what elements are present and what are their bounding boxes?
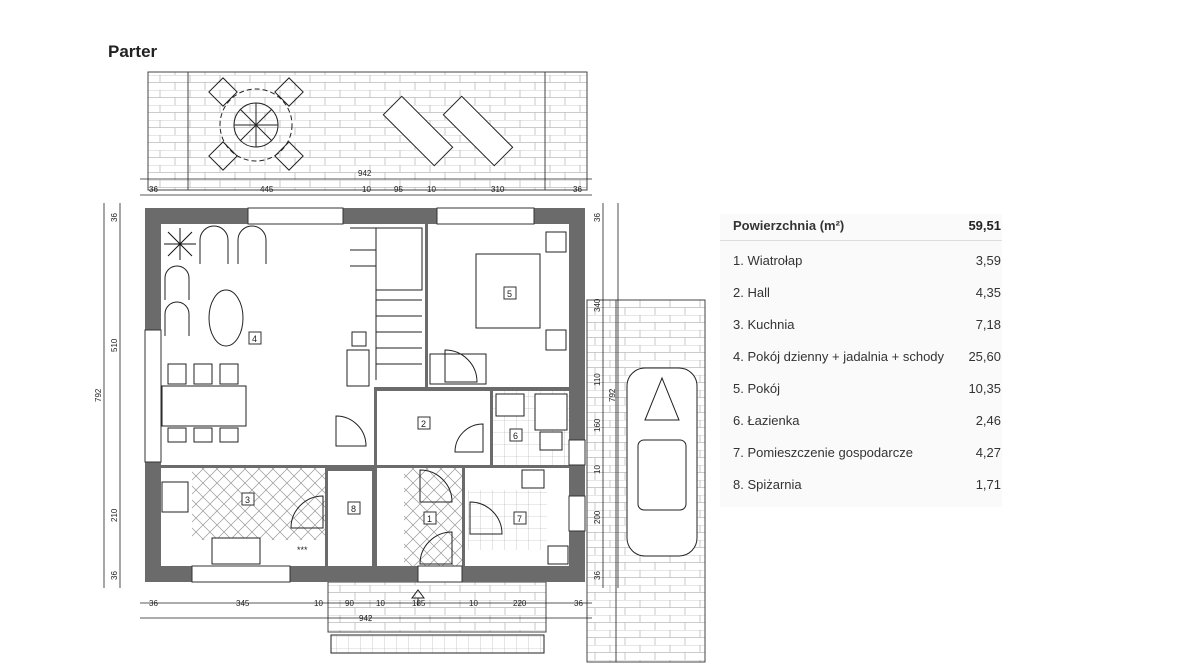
dim-text: 310 — [491, 185, 505, 194]
parking-area — [586, 299, 706, 663]
room-name: 6. Łazienka — [733, 413, 800, 428]
dim-text: 36 — [149, 599, 158, 608]
entrance-step — [327, 581, 547, 654]
room-labels: 4 5 2 6 3 8 1 7 — [241, 286, 527, 525]
dim-text: 792 — [608, 388, 617, 402]
room-number-8: 8 — [351, 504, 356, 514]
total-area-value: 59,51 — [968, 218, 1001, 233]
table-row: 3. Kuchnia 7,18 — [720, 315, 1002, 347]
table-row: 8. Spiżarnia 1,71 — [720, 475, 1002, 507]
entrance-arrow-icon — [411, 589, 425, 606]
dim-text: 942 — [359, 614, 373, 623]
plant-icon — [164, 228, 196, 260]
table-row: 7. Pomieszczenie gospodarcze 4,27 — [720, 443, 1002, 475]
dim-text: 345 — [236, 599, 250, 608]
table-row: 4. Pokój dzienny + jadalnia + schody 25,6… — [720, 347, 1002, 379]
sink-icon — [495, 393, 525, 417]
kitchen-table-icon — [211, 537, 261, 565]
dim-text: 36 — [149, 185, 158, 194]
dim-text: 10 — [593, 465, 602, 474]
room-area: 2,46 — [975, 413, 1001, 428]
dim-text: 10 — [469, 599, 478, 608]
dim-text: 185 — [412, 599, 426, 608]
dim-text: 110 — [593, 373, 602, 386]
room-area: 25,60 — [968, 349, 1001, 364]
dim-text: 10 — [427, 185, 436, 194]
dim-text: 942 — [358, 169, 372, 178]
sun-lounger-icon — [382, 95, 514, 167]
area-table-header: Powierzchnia (m²) 59,51 — [720, 214, 1002, 241]
dimensions-bottom: 36 345 10 90 10 185 10 220 36 942 — [149, 599, 583, 623]
dim-text: 36 — [593, 571, 602, 580]
room-name: 8. Spiżarnia — [733, 477, 802, 492]
room-number-1: 1 — [427, 514, 432, 524]
table-row: 5. Pokój 10,35 — [720, 379, 1002, 411]
dim-text: 160 — [593, 418, 602, 432]
floor-title: Parter — [108, 42, 158, 61]
table-row: 6. Łazienka 2,46 — [720, 411, 1002, 443]
area-table: Powierzchnia (m²) 59,51 1. Wiatrołap 3,59… — [720, 214, 1002, 507]
stairs — [350, 227, 423, 380]
terrace — [147, 71, 588, 191]
table-icon — [161, 385, 247, 427]
table-row: 2. Hall 4,35 — [720, 283, 1002, 315]
room-area: 7,18 — [975, 317, 1001, 332]
floor-plan: *** 4 5 2 6 3 8 1 7 942 36 445 10 95 10 … — [94, 71, 706, 663]
car-icon — [626, 367, 698, 557]
dim-text: 340 — [593, 298, 602, 312]
room-number-2: 2 — [421, 419, 426, 429]
room-area: 4,35 — [975, 285, 1001, 300]
room-number-6: 6 — [513, 431, 518, 441]
room-area: 10,35 — [968, 381, 1001, 396]
total-area-label: Powierzchnia (m²) — [733, 218, 845, 233]
dim-text: 90 — [345, 599, 354, 608]
dim-text: 10 — [362, 185, 371, 194]
dining-table-icon — [208, 289, 244, 347]
dimensions-left: 36 510 210 36 792 — [94, 213, 119, 580]
stove-marks: *** — [297, 545, 308, 555]
dim-text: 36 — [110, 571, 119, 580]
dim-text: 36 — [593, 213, 602, 222]
toilet-icon — [539, 431, 563, 451]
dim-text: 36 — [110, 213, 119, 222]
armchair-icon — [199, 225, 267, 264]
dim-text: 510 — [110, 338, 119, 352]
dim-text: 36 — [574, 599, 583, 608]
dim-text: 210 — [110, 508, 119, 522]
room-number-7: 7 — [517, 514, 522, 524]
dim-text: 445 — [260, 185, 274, 194]
dimensions-top: 942 36 445 10 95 10 310 36 — [149, 169, 582, 194]
room-number-5: 5 — [507, 289, 512, 299]
dimensions-right: 36 340 110 160 10 200 36 792 — [593, 213, 617, 580]
room-area: 4,27 — [975, 445, 1001, 460]
room-area: 1,71 — [975, 477, 1001, 492]
room-name: 2. Hall — [733, 285, 770, 300]
dim-text: 792 — [94, 388, 103, 402]
chimney-icon — [351, 331, 367, 347]
room-name: 4. Pokój dzienny + jadalnia + schody — [733, 349, 945, 364]
dim-text: 220 — [513, 599, 527, 608]
stove-icon — [161, 481, 189, 513]
dim-text: 10 — [376, 599, 385, 608]
room-name: 7. Pomieszczenie gospodarcze — [733, 445, 913, 460]
shower-icon — [534, 393, 568, 431]
room-name: 1. Wiatrołap — [733, 253, 803, 268]
room-name: 3. Kuchnia — [733, 317, 795, 332]
dim-text: 36 — [573, 185, 582, 194]
dimension-lines — [103, 178, 619, 619]
dim-text: 200 — [593, 510, 602, 524]
room-number-3: 3 — [245, 495, 250, 505]
table-row: 1. Wiatrołap 3,59 — [720, 251, 1002, 283]
room-area: 3,59 — [975, 253, 1001, 268]
room-name: 5. Pokój — [733, 381, 780, 396]
dim-text: 95 — [394, 185, 403, 194]
dim-text: 10 — [314, 599, 323, 608]
room-number-4: 4 — [252, 334, 257, 344]
garden-table-icon — [208, 77, 304, 171]
